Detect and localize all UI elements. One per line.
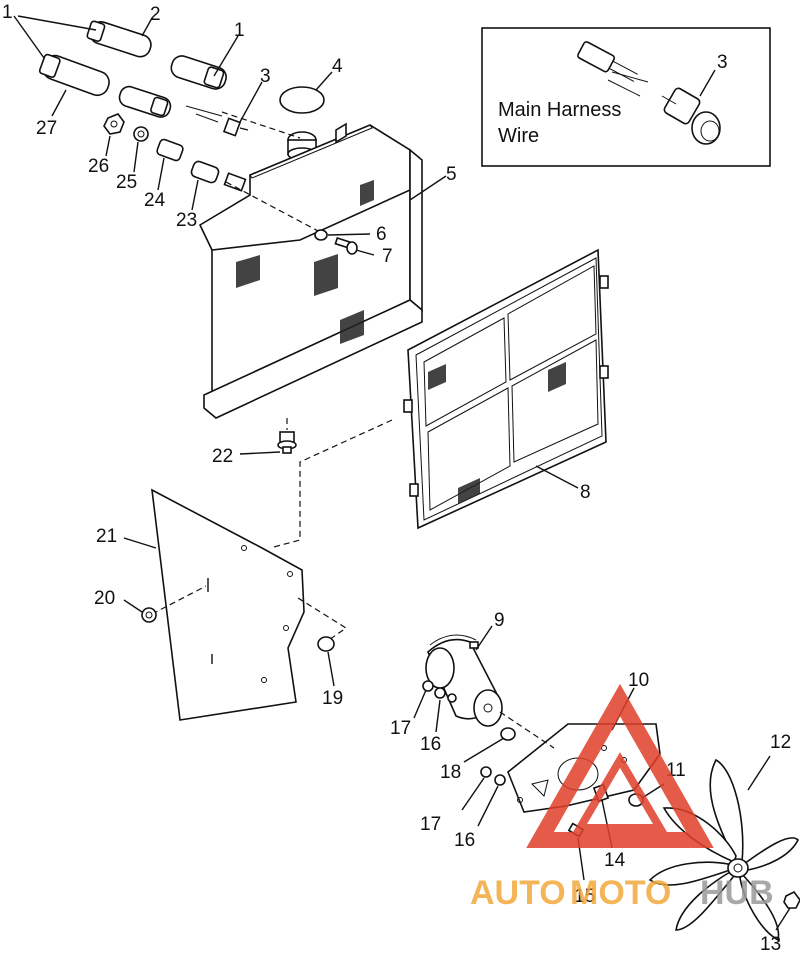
callout-1-fitting: 1 [234, 20, 245, 41]
nut-17-lower [480, 766, 492, 778]
upper-hose [86, 20, 152, 58]
washer-20 [141, 607, 157, 623]
callout-23: 23 [176, 210, 197, 231]
callout-2: 2 [150, 4, 161, 25]
watermark-logo: AUTO MOTO HUB [470, 683, 774, 912]
alignment-line [225, 181, 321, 233]
callout-25: 25 [116, 172, 137, 193]
radiator [198, 122, 423, 419]
callout-27: 27 [36, 118, 57, 139]
alignment-line [221, 111, 301, 139]
watermark-hub: HUB [700, 874, 774, 912]
callout-19: 19 [322, 688, 343, 709]
callout-6: 6 [376, 224, 387, 245]
nut-17-upper [422, 680, 434, 692]
callout-13: 13 [760, 934, 781, 955]
washer-6 [314, 229, 328, 241]
callout-26: 26 [88, 156, 109, 177]
callout-16-lower: 16 [454, 830, 475, 851]
grommet-22 [277, 418, 297, 454]
spacer-18 [500, 727, 516, 741]
washer-16-upper [434, 687, 457, 703]
callout-24: 24 [144, 190, 166, 211]
callout-16-upper: 16 [420, 734, 441, 755]
callout-22: 22 [212, 446, 233, 467]
fitting-24 [156, 138, 184, 162]
callout-18: 18 [440, 762, 461, 783]
callout-14: 14 [604, 850, 626, 871]
alignment-line [269, 419, 393, 549]
callout-20: 20 [94, 588, 115, 609]
callout-15: 15 [574, 886, 595, 907]
fan-shroud [151, 488, 305, 721]
callout-8: 8 [580, 482, 591, 503]
hose-right [170, 55, 227, 90]
washer-16-lower [494, 774, 506, 786]
callout-5: 5 [446, 164, 457, 185]
inset-label-line2: Wire [498, 125, 539, 147]
callout-7: 7 [382, 246, 393, 267]
bolt-7 [334, 236, 358, 255]
inset-callout-3: 3 [717, 52, 728, 73]
radiator-screen [403, 248, 609, 530]
lower-hose [38, 53, 110, 97]
callout-3: 3 [260, 66, 271, 87]
callout-1-hose: 1 [2, 2, 13, 23]
callout-4: 4 [332, 56, 343, 77]
inset-label-line1: Main Harness [498, 99, 621, 121]
callout-17-lower: 17 [420, 814, 441, 835]
hex-nut-26 [103, 113, 125, 135]
nut-13 [783, 890, 800, 909]
alignment-line [499, 711, 555, 749]
callout-12: 12 [770, 732, 791, 753]
watermark-auto: AUTO [470, 874, 566, 912]
hose-middle [118, 85, 172, 118]
temperature-sensor [661, 87, 721, 145]
sensor-fitting-3 [185, 105, 249, 137]
washer-25 [133, 126, 149, 142]
callout-17-upper: 17 [390, 718, 411, 739]
alignment-line [151, 585, 207, 615]
callout-10: 10 [628, 670, 649, 691]
callout-21: 21 [96, 526, 117, 547]
plug-19 [317, 636, 335, 652]
fan-motor [425, 634, 503, 727]
alignment-line [297, 597, 348, 643]
callout-9: 9 [494, 610, 505, 631]
watermark-moto: MOTO [570, 874, 671, 912]
inset-box: Main Harness Wire 3 [481, 27, 771, 167]
fitting-23 [190, 160, 220, 184]
